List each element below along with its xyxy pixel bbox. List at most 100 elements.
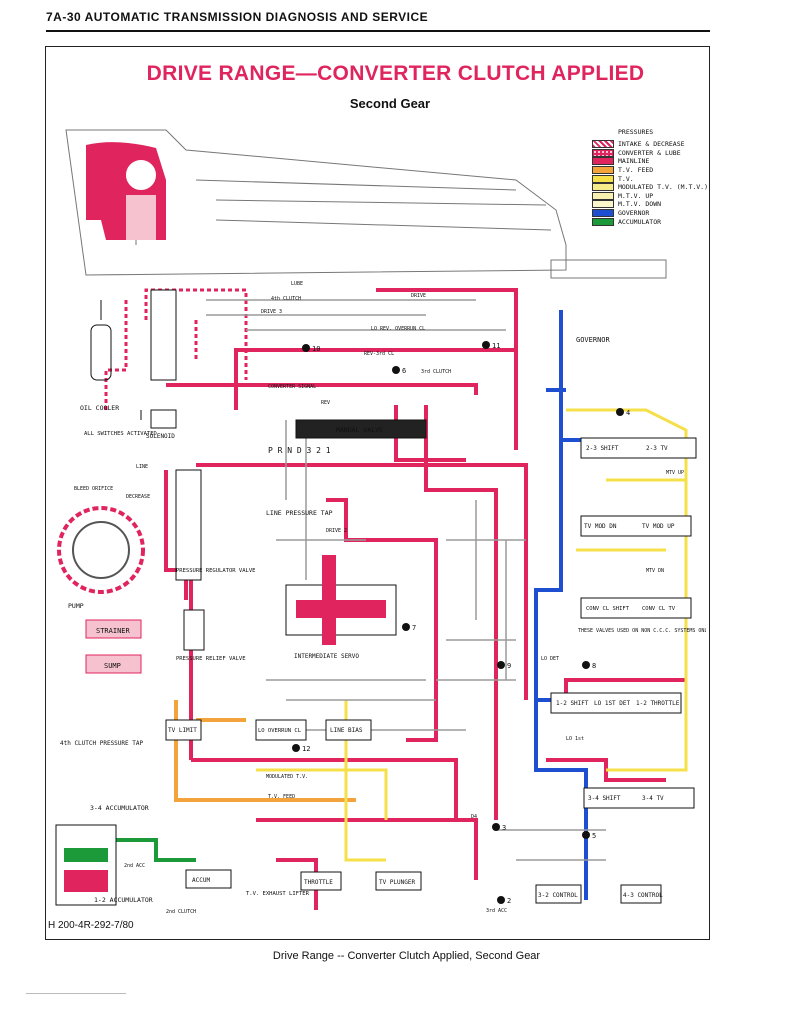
manual-valve-label: MANUAL VALVE <box>336 426 383 434</box>
all-switches-label: ALL SWITCHES ACTIVATED <box>84 431 157 437</box>
valve-tv-mod-dn: TV MOD DN <box>584 523 617 530</box>
legend-label: M.T.V. DOWN <box>618 200 662 209</box>
legend-label: T.V. FEED <box>618 166 654 175</box>
legend-label: CONVERTER & LUBE <box>618 148 681 157</box>
legend-label: MODULATED T.V. (M.T.V.) <box>618 183 709 192</box>
check-ball <box>482 341 490 349</box>
passage-mtv-dn: MTV DN <box>646 568 664 574</box>
legend-item: M.T.V. UP <box>592 191 708 201</box>
tv-exhaust-lifter-label: T.V. EXHAUST LIFTER <box>246 891 310 897</box>
valve-bodies <box>150 289 697 904</box>
valve-4-3-control: 4-3 CONTROL <box>623 892 663 899</box>
bleed-orifice-label: BLEED ORIFICE <box>74 486 113 492</box>
legend-label: ACCUMULATOR <box>618 217 662 226</box>
valve-1-2-throttle: 1-2 THROTTLE <box>636 700 680 707</box>
legend-swatch <box>592 148 614 157</box>
legend-label: GOVERNOR <box>618 209 650 218</box>
pump <box>57 506 145 674</box>
non-ccc-note: THESE VALVES USED ON NON C.C.C. SYSTEMS … <box>578 628 706 634</box>
passage-lube: LUBE <box>291 281 303 287</box>
valve-tv-mod-up: TV MOD UP <box>642 523 675 530</box>
legend-swatch <box>592 174 614 183</box>
diagram-title: DRIVE RANGE—CONVERTER CLUTCH APPLIED <box>146 62 645 85</box>
legend-label: MAINLINE <box>618 157 650 166</box>
legend-swatch <box>592 200 614 209</box>
passage-rev: REV <box>321 400 330 406</box>
torque-converter <box>86 142 166 240</box>
passage-2nd-acc: 2nd ACC <box>124 863 145 869</box>
valve-1-2-shift: 1-2 SHIFT <box>556 700 589 707</box>
converter-lube-passages <box>104 288 248 410</box>
check-ball-number: 5 <box>592 832 596 840</box>
check-ball <box>497 661 505 669</box>
pump-label: PUMP <box>68 602 84 610</box>
passage-drive-3: DRIVE 3 <box>261 309 282 315</box>
passage-modulated-tv: MODULATED T.V. <box>266 774 308 780</box>
valve-3-4-tv: 3-4 TV <box>642 795 664 802</box>
footer-rule <box>26 993 126 994</box>
passage-rev-3rd: REV-3rd CL <box>364 351 394 357</box>
legend-label: T.V. <box>618 174 634 183</box>
check-ball <box>616 408 624 416</box>
fourth-clutch-tap-label: 4th CLUTCH PRESSURE TAP <box>60 740 143 747</box>
check-ball-number: 7 <box>412 624 416 632</box>
valve-lo-overrun-cl: LO OVERRUN CL <box>258 728 302 734</box>
valve-conv-cl-shift: CONV CL SHIFT <box>586 606 630 612</box>
legend-item: MODULATED T.V. (M.T.V.) <box>592 183 708 192</box>
tv-feed-passages <box>174 700 356 802</box>
passage-line: LINE <box>136 464 148 470</box>
valve-throttle: THROTTLE <box>304 879 333 886</box>
pressure-relief-label: PRESSURE RELIEF VALVE <box>176 656 246 662</box>
check-ball-number: 8 <box>592 662 596 670</box>
legend-swatch <box>592 191 614 200</box>
check-ball-number: 4 <box>626 409 630 417</box>
check-ball-number: 11 <box>492 342 500 350</box>
header-rule <box>46 30 710 32</box>
legend-swatch <box>592 157 614 166</box>
legend-item: T.V. <box>592 174 708 183</box>
legend-swatch <box>592 166 614 175</box>
check-ball-number: 9 <box>507 662 511 670</box>
legend-item: GOVERNOR <box>592 209 708 218</box>
passage-drive-2: DRIVE 2 <box>326 528 347 534</box>
passage-3rd-clutch: 3rd CLUTCH <box>421 369 451 375</box>
check-ball-number: 2 <box>507 897 511 905</box>
check-ball <box>582 661 590 669</box>
accumulator-34-label: 3-4 ACCUMULATOR <box>90 804 149 812</box>
valve-2-3-tv: 2-3 TV <box>646 445 668 452</box>
governor-label: GOVERNOR <box>576 336 611 344</box>
pressure-regulator-label: PRESSURE REGULATOR VALVE <box>176 568 255 574</box>
accumulator-12-label: 1-2 ACCUMULATOR <box>94 896 153 904</box>
legend-label: INTAKE & DECREASE <box>618 140 685 149</box>
strainer-label: STRAINER <box>96 627 131 635</box>
passage-lo-rev-overrun: LO REV. OVERRUN CL <box>371 326 425 332</box>
legend-item: MAINLINE <box>592 157 708 166</box>
legend-item: CONVERTER & LUBE <box>592 148 708 158</box>
passage-2nd-clutch: 2nd CLUTCH <box>166 909 196 915</box>
valve-tv-plunger: TV PLUNGER <box>379 879 416 886</box>
passage-mtv-up: MTV UP <box>666 470 684 476</box>
solenoid-cooler <box>90 300 177 429</box>
manual-positions-label: P R N D 3 2 1 <box>268 446 331 455</box>
intermediate-servo <box>285 555 397 645</box>
valve-line-bias: LINE BIAS <box>330 727 363 734</box>
check-ball-number: 3 <box>502 824 506 832</box>
check-ball <box>492 823 500 831</box>
legend-swatch <box>592 140 614 149</box>
figure-code: H 200-4R-292-7/80 <box>48 920 134 931</box>
check-ball-number: 6 <box>402 367 406 375</box>
sump-label: SUMP <box>104 662 121 670</box>
valve-3-2-control: 3-2 CONTROL <box>538 892 578 899</box>
legend-label: M.T.V. UP <box>618 191 654 200</box>
line-pressure-tap-label: LINE PRESSURE TAP <box>266 509 333 517</box>
valve-3-4-shift: 3-4 SHIFT <box>588 795 621 802</box>
legend-item: ACCUMULATOR <box>592 217 708 226</box>
legend-swatch <box>592 209 614 218</box>
valve-lo-1st-det: LO 1ST DET <box>594 700 631 707</box>
exhaust-passages <box>206 299 606 861</box>
decrease-label: DECREASE <box>126 494 150 500</box>
figure-caption: Drive Range -- Converter Clutch Applied,… <box>272 950 541 962</box>
